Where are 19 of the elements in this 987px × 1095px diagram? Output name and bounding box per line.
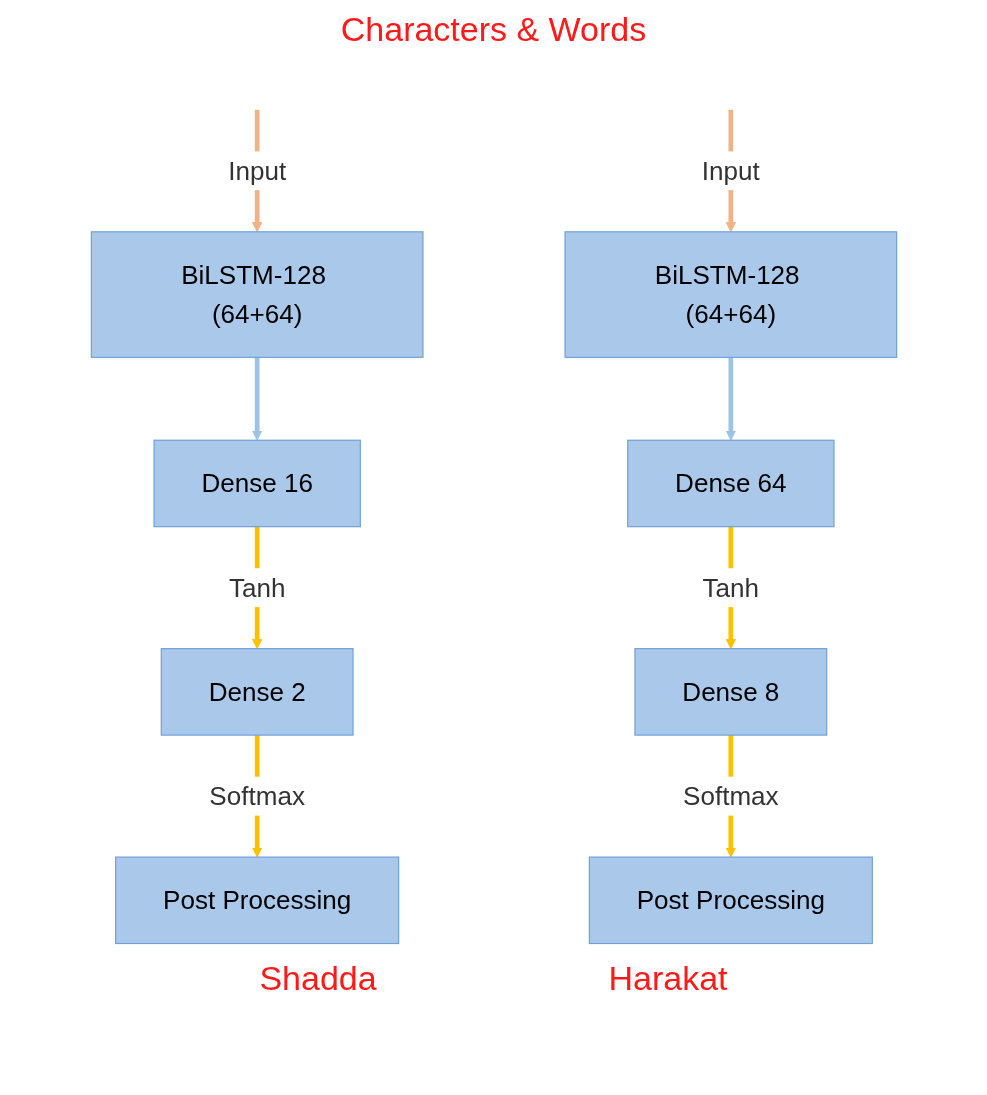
node-box: Dense 64 <box>626 439 835 528</box>
node-box: BiLSTM-128 (64+64) <box>563 231 897 358</box>
edge-label: Softmax <box>208 781 305 811</box>
arrow <box>251 357 262 441</box>
arrow <box>725 357 736 441</box>
edge-label: Tanh <box>228 572 285 603</box>
edge-label: Input <box>227 156 286 186</box>
node-box: Dense 2 <box>160 648 354 736</box>
edge-label: Softmax <box>682 781 779 811</box>
node-box: Post Processing <box>588 856 873 945</box>
node-box: Post Processing <box>114 856 399 945</box>
edge-label: Tanh <box>702 572 759 603</box>
node-box: BiLSTM-128 (64+64) <box>90 231 424 358</box>
output-label: Shadda <box>259 959 377 998</box>
node-box: Dense 16 <box>152 439 361 528</box>
output-label: Harakat <box>608 959 728 998</box>
node-box: Dense 8 <box>633 648 827 736</box>
edge-label: Input <box>701 156 760 186</box>
diagram-title: Characters & Words <box>339 10 648 49</box>
